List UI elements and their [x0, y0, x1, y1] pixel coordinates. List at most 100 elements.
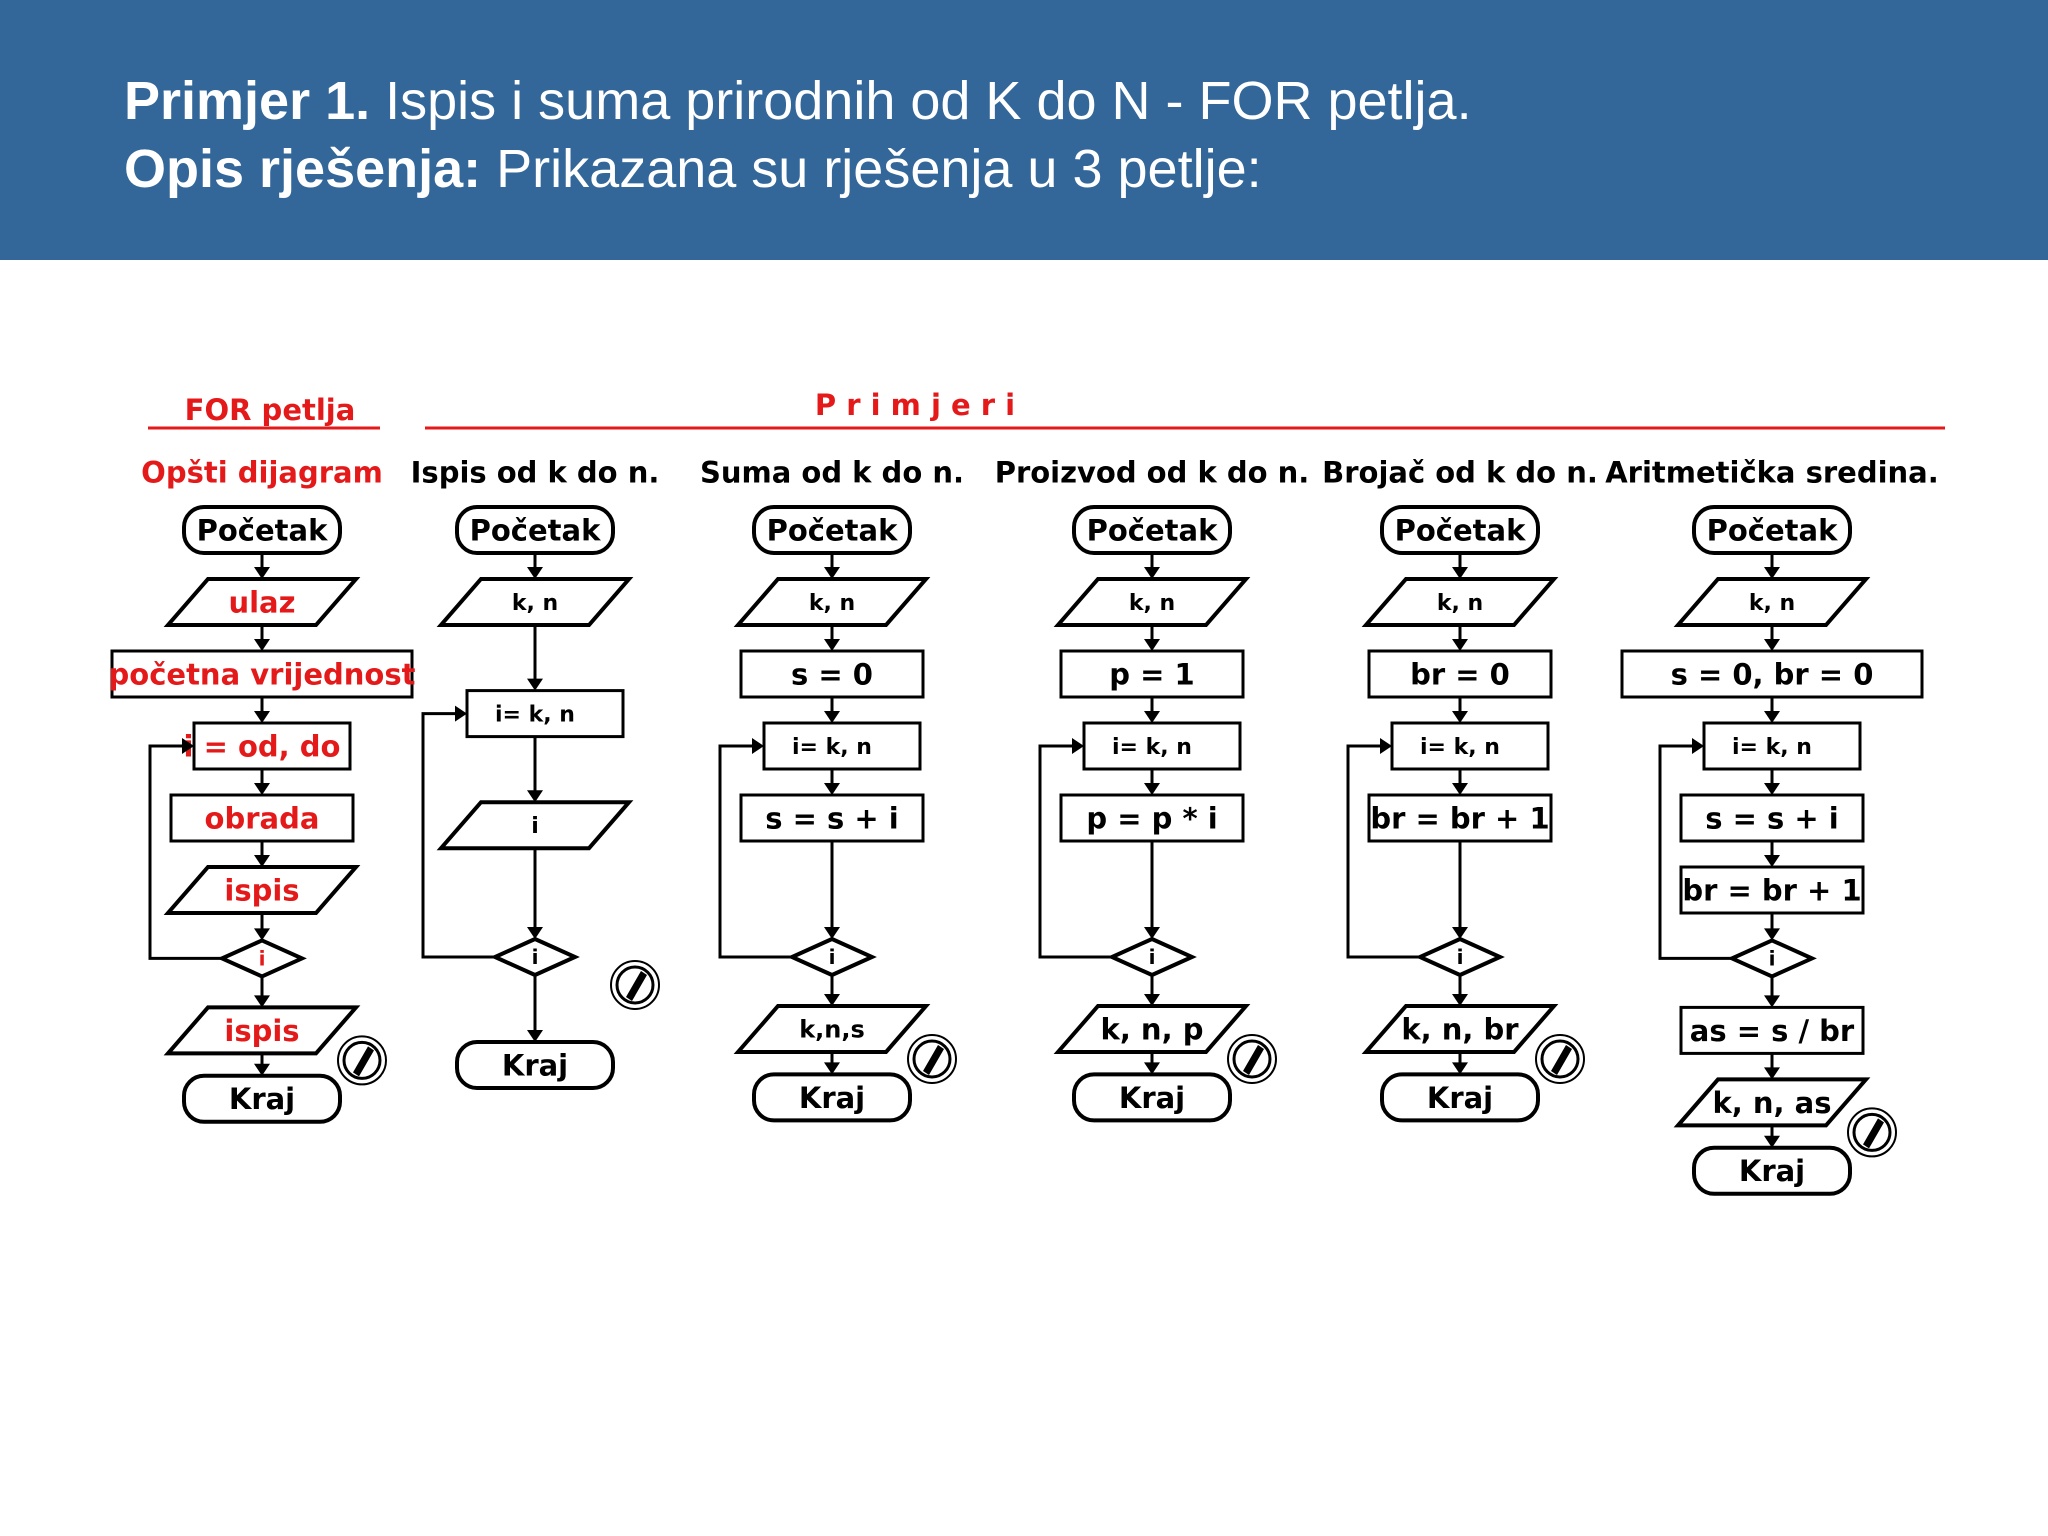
start-label: Početak: [1087, 513, 1218, 547]
input-label: k, n: [1129, 591, 1175, 616]
output-label: k,n,s: [799, 1016, 865, 1044]
pencil-badge-icon: [337, 1035, 387, 1086]
loop-header-box: [192, 721, 352, 771]
decision-label: i: [259, 947, 266, 971]
process-label: s = s + i: [765, 801, 898, 835]
io-label: i: [531, 814, 539, 839]
arrow-head: [1380, 738, 1392, 754]
loop-header-box: [1702, 721, 1862, 771]
input-label: k, n: [809, 591, 855, 616]
arrow-head: [1764, 995, 1780, 1008]
arrow-head: [1452, 567, 1468, 579]
arrow-head: [1764, 928, 1780, 941]
io-parallelogram: [436, 800, 634, 851]
init-label: p = 1: [1109, 657, 1194, 691]
arrow-head: [254, 783, 270, 795]
arrow-head: [824, 639, 840, 651]
loop-header-box: [465, 689, 625, 739]
loop-header-box: [762, 721, 922, 771]
arrow-head: [1144, 1062, 1160, 1075]
input-parallelogram: [1361, 577, 1559, 627]
arrow-head: [1144, 994, 1160, 1006]
pencil-badge-icon: [1847, 1107, 1897, 1158]
badge-pencil: [353, 1046, 374, 1077]
decision-label: i: [829, 945, 836, 969]
header-line-2: Opis rješenja: Prikazana su rješenja u 3…: [124, 142, 1262, 196]
arrow-head: [1144, 927, 1160, 939]
start-label: Početak: [1707, 513, 1838, 547]
loop-back-line: [1658, 744, 1732, 960]
arrow-head: [1764, 783, 1780, 795]
process-box: [1367, 793, 1553, 843]
header-line-2-text: Prikazana su rješenja u 3 petlje:: [481, 139, 1262, 199]
arrow-head: [1452, 783, 1468, 795]
end-label: Kraj: [229, 1082, 295, 1116]
arrow-head: [455, 705, 467, 722]
header-line-1-bold: Primjer 1.: [124, 71, 371, 131]
loop-label: i= k, n: [1112, 735, 1192, 760]
arrow-head: [1764, 855, 1780, 867]
arrow-head: [824, 927, 840, 939]
arrow-head: [254, 928, 270, 941]
arrow-head: [1764, 567, 1780, 579]
input-parallelogram: [436, 577, 634, 627]
badge-inner-ring: [1852, 1112, 1892, 1152]
input-parallelogram: [1053, 577, 1251, 627]
output-parallelogram: [163, 1005, 361, 1056]
arrow-head: [254, 995, 270, 1008]
end-terminator: [1380, 1072, 1540, 1123]
arrow-head: [824, 1062, 840, 1075]
arrow-head: [527, 927, 543, 939]
arrow-head: [1692, 738, 1704, 754]
input-parallelogram: [733, 577, 931, 627]
process-label: br = br + 1: [1370, 801, 1549, 835]
output-label: k, n, br: [1401, 1012, 1519, 1046]
badge-inner-ring: [1540, 1039, 1580, 1079]
arrow-head: [1452, 711, 1468, 723]
header-line-1-text: Ispis i suma prirodnih od K do N - FOR p…: [370, 71, 1472, 131]
output-parallelogram: [1673, 1077, 1871, 1128]
arrow-head: [1452, 927, 1468, 939]
arrow-head: [1072, 738, 1084, 754]
init-process-box: [110, 649, 414, 699]
badge-pencil: [1551, 1045, 1572, 1075]
badge-pencil: [1243, 1045, 1264, 1075]
chart-title: Brojač od k do n.: [1322, 455, 1598, 489]
arrow-head: [1144, 783, 1160, 795]
decision-label: i: [1769, 947, 1776, 971]
badge-pencil: [1863, 1118, 1884, 1149]
chart-title: Suma od k do n.: [700, 455, 964, 489]
section-label-primjeri: P r i m j e r i: [815, 388, 1015, 422]
arrow-head: [1764, 1067, 1780, 1080]
end-label: Kraj: [1427, 1081, 1493, 1115]
badge-pencil: [923, 1045, 944, 1075]
chart-title: Aritmetička sredina.: [1605, 455, 1939, 489]
loop-label: i = od, do: [184, 729, 341, 763]
arrow-head: [1144, 711, 1160, 723]
pencil-badge-icon: [1535, 1034, 1585, 1084]
process-box: [1679, 793, 1865, 843]
badge-inner-ring: [912, 1039, 952, 1079]
arrow-head: [182, 738, 194, 754]
process-label: br = br + 1: [1682, 873, 1861, 907]
loop-label: i= k, n: [1420, 735, 1500, 760]
arrow-head: [254, 711, 270, 723]
init-process-box: [1620, 649, 1924, 699]
arrow-head: [752, 738, 764, 754]
arrow-head: [1452, 994, 1468, 1006]
loop-back-line: [421, 712, 495, 959]
input-label: k, n: [1437, 591, 1483, 616]
arrow-head: [254, 567, 270, 579]
end-terminator: [752, 1072, 912, 1123]
start-label: Početak: [470, 513, 601, 547]
pencil-badge-icon: [610, 960, 660, 1010]
arrow-head: [254, 1063, 270, 1076]
pencil-badge-icon: [907, 1034, 957, 1084]
arrow-head: [1764, 639, 1780, 651]
loop-back-line: [1346, 744, 1420, 959]
end-terminator: [182, 1073, 342, 1124]
